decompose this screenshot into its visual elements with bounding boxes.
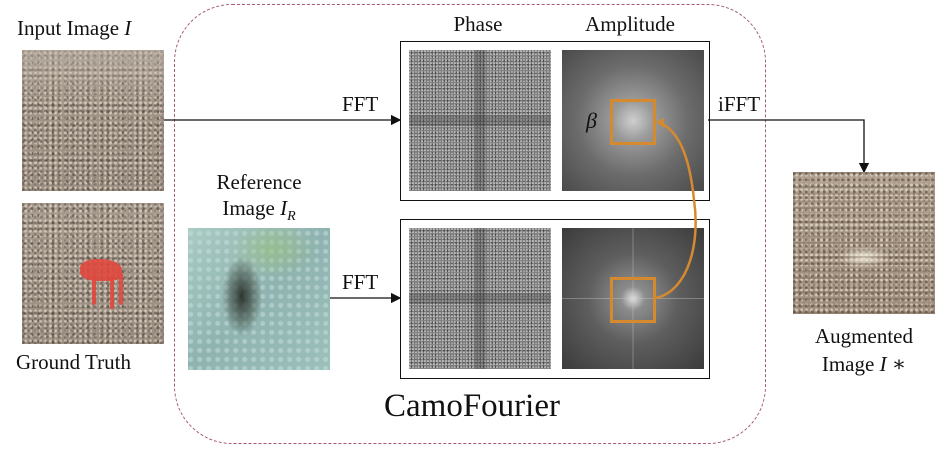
fft-bottom-label: FFT bbox=[342, 270, 379, 294]
crab-leg bbox=[119, 273, 123, 305]
reference-phase-spectrum bbox=[409, 228, 551, 369]
beta-region-box bbox=[610, 99, 656, 145]
camofourier-module-boundary bbox=[174, 4, 766, 444]
reference-spectrum-panel bbox=[400, 219, 710, 379]
reference-image bbox=[188, 228, 330, 370]
input-image-label: Input Image I bbox=[17, 16, 132, 40]
ifft-arrow bbox=[708, 119, 870, 174]
augmented-image-label-line2: Image I ∗ bbox=[821, 352, 907, 376]
input-amplitude-spectrum: β bbox=[562, 50, 704, 191]
amplitude-header: Amplitude bbox=[585, 12, 675, 36]
ground-truth-label: Ground Truth bbox=[16, 350, 131, 374]
camofourier-title: CamoFourier bbox=[384, 388, 560, 424]
phase-header: Phase bbox=[453, 12, 503, 36]
reference-beta-region-box bbox=[610, 277, 656, 323]
reference-image-label-line2: Image IR bbox=[222, 196, 296, 225]
reference-amplitude-spectrum bbox=[562, 228, 704, 369]
ground-truth-image bbox=[22, 203, 164, 344]
fft-top-label: FFT bbox=[342, 92, 379, 116]
input-phase-spectrum bbox=[409, 50, 551, 191]
amplitude-swap-curve bbox=[655, 120, 697, 300]
input-image bbox=[22, 50, 164, 191]
beta-symbol: β bbox=[586, 108, 597, 133]
augmented-image-label-line1: Augmented bbox=[815, 324, 913, 348]
augmented-image bbox=[793, 172, 935, 314]
crab-leg bbox=[110, 275, 114, 309]
reference-image-label-line1: Reference bbox=[216, 170, 302, 194]
crab-leg bbox=[92, 275, 96, 305]
ifft-label: iFFT bbox=[718, 92, 761, 116]
